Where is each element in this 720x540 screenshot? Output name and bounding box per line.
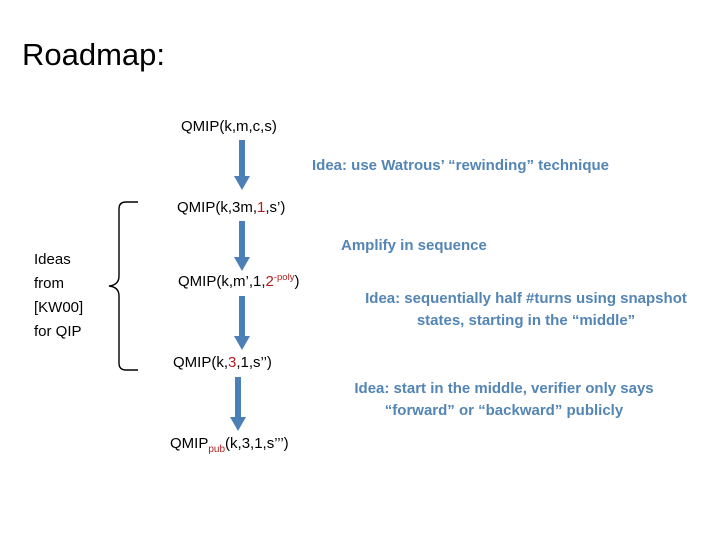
node-qmip-5: QMIPpub(k,3,1,s’’’) [170, 434, 289, 455]
node-qmip-1-text: QMIP(k,m,c,s) [181, 118, 277, 135]
annotation-snapshot-line-1: Idea: sequentially half #turns using sna… [365, 290, 687, 307]
annotation-forward-backward: Idea: start in the middle, verifier only… [320, 378, 688, 422]
node-qmip-4: QMIP(k,3,1,s’’) [173, 353, 272, 372]
arrow-down-icon [234, 296, 250, 350]
node-qmip-2-highlight: 1 [257, 199, 266, 216]
node-qmip-3: QMIP(k,m’,1,2-poly) [178, 272, 299, 291]
left-group-label: Ideas from [KW00] for QIP [34, 248, 83, 344]
node-qmip-2-prefix: QMIP(k,3m, [177, 199, 258, 216]
annotation-amplify-line-1: Amplify in sequence [341, 237, 487, 254]
node-qmip-5-prefix: QMIP [170, 435, 209, 452]
left-group-label-line-4: for QIP [34, 323, 82, 340]
node-qmip-3-suffix: ) [294, 273, 300, 290]
node-qmip-5-subscript: pub [208, 444, 226, 455]
node-qmip-2: QMIP(k,3m,1,s’) [177, 198, 285, 217]
node-qmip-3-exponent: -poly [273, 272, 295, 283]
annotation-snapshot: Idea: sequentially half #turns using sna… [337, 288, 715, 332]
left-group-label-line-1: Ideas [34, 251, 71, 268]
annotation-rewinding-line-1: Idea: use Watrous’ “rewinding” technique [312, 157, 609, 174]
left-group-label-line-3: [KW00] [34, 299, 84, 316]
node-qmip-1: QMIP(k,m,c,s) [181, 117, 277, 136]
arrow-down-icon [230, 377, 246, 431]
node-qmip-2-suffix: ,s’) [265, 199, 286, 216]
node-qmip-3-prefix: QMIP(k,m’,1, [178, 273, 266, 290]
node-qmip-4-prefix: QMIP(k, [173, 354, 228, 371]
annotation-amplify: Amplify in sequence [341, 235, 487, 257]
left-group-label-line-2: from [34, 275, 64, 292]
node-qmip-4-highlight: 3 [228, 354, 237, 371]
node-qmip-5-suffix: (k,3,1,s’’’) [225, 435, 289, 452]
arrow-down-icon [234, 140, 250, 190]
annotation-forward-backward-line-2: “forward” or “backward” publicly [384, 402, 624, 419]
node-qmip-3-highlight: 2 [265, 273, 274, 290]
annotation-forward-backward-line-1: Idea: start in the middle, verifier only… [354, 380, 654, 397]
node-qmip-4-suffix: ,1,s’’) [236, 354, 272, 371]
annotation-rewinding: Idea: use Watrous’ “rewinding” technique [312, 155, 609, 177]
page-title: Roadmap: [22, 37, 166, 72]
annotation-snapshot-line-2: states, starting in the “middle” [416, 312, 636, 329]
arrow-down-icon [234, 221, 250, 271]
curly-brace-icon [108, 201, 138, 371]
